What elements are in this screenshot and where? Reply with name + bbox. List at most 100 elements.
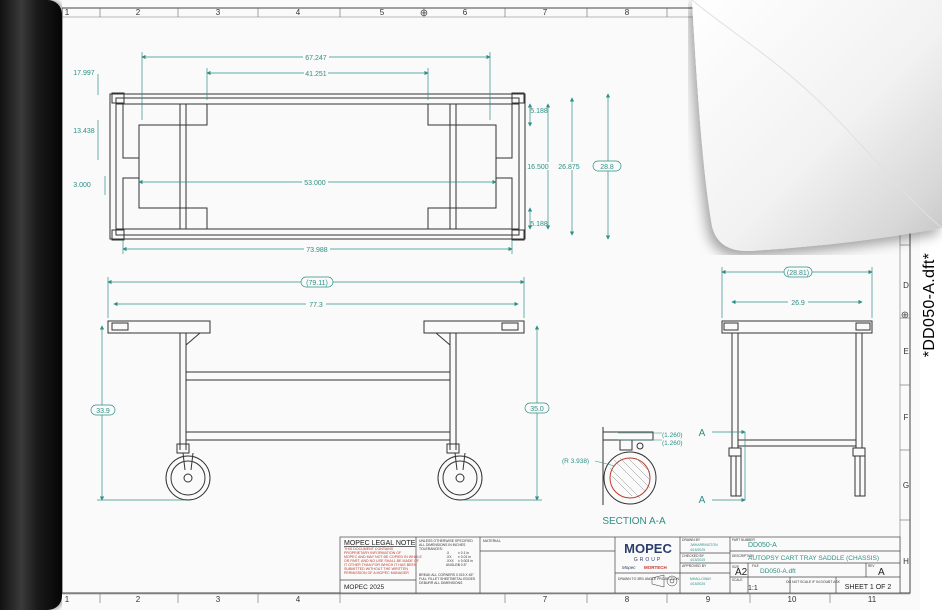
- drawn-by-name: JWHARRINGTON: [690, 543, 718, 547]
- dim-label: (79.11): [306, 280, 328, 287]
- col-number: 9: [706, 595, 711, 604]
- col-number: 2: [136, 595, 141, 604]
- dim-label: 16.500: [527, 164, 549, 171]
- drawn-by-label: DRAWN BY: [682, 538, 701, 542]
- section-title: SECTION A-A: [602, 516, 666, 527]
- col-number: 6: [463, 8, 468, 17]
- front-view: [107, 320, 525, 501]
- tolerance-value: ± 0.01 in: [458, 555, 471, 559]
- part-number: DD050-A: [748, 542, 777, 549]
- tolerance-value: ± 0.1 in: [458, 551, 469, 555]
- dim-label: 67.247: [305, 55, 327, 62]
- row-letter: D: [903, 281, 909, 290]
- legal-note-line: SUBMITTED WITHOUT THE WRITTEN: [344, 567, 408, 571]
- brand-mortech: MORTECH: [644, 565, 667, 570]
- dim-label: (1.260): [662, 432, 683, 439]
- tolerance-line: ALL DIMENSIONS IN INCHES: [419, 543, 466, 547]
- tolerance-line: UNLESS OTHERWISE SPECIFIED: [419, 539, 473, 543]
- file-label: FILE: [752, 564, 759, 568]
- file-name: DD050-A.dft: [760, 568, 796, 575]
- dim-label: 13.438: [73, 128, 95, 135]
- tolerance-value: ANGLES: [446, 563, 460, 567]
- dim-label: (28.81): [787, 270, 809, 277]
- tolerance-line: DEBURR ALL DIMENSIONS: [419, 581, 463, 585]
- col-number: 7: [543, 595, 548, 604]
- mopec-logo-sub: GROUP: [634, 557, 662, 563]
- approved-by-date: 4/15/2025: [690, 582, 705, 586]
- dim-label: 28.8: [600, 164, 614, 171]
- side-view: [721, 320, 873, 497]
- col-number: 4: [296, 8, 301, 17]
- approved-by-name: MHALLOWAY: [690, 577, 712, 581]
- size-label: SIZE: [732, 565, 739, 569]
- projection-label: DRAWN TO 3RD ANGLE PROJECTION: [618, 577, 680, 581]
- legal-note-line: OR PART, AND NO USE SHALL BE MADE OF: [344, 559, 420, 563]
- row-letter: H: [903, 557, 909, 566]
- legal-note-line: IT OTHER THAN FOR WHICH IT HAS BEEN: [344, 563, 417, 567]
- tolerance-value: .XX: [446, 555, 452, 559]
- top-view: [109, 92, 526, 241]
- tolerance-line: FULL FILLET SHEETMETAL EDGES: [419, 577, 476, 581]
- file-name-label: *DD050-A.dft*: [921, 252, 938, 358]
- dim-label: (1.260): [662, 440, 683, 447]
- drawn-by-date: 4/15/2025: [690, 548, 705, 552]
- tolerance-value: .XXX: [446, 559, 454, 563]
- col-number: 3: [216, 8, 221, 17]
- dim-label: 5.188: [530, 108, 548, 115]
- drawing-roll-edge: [0, 0, 62, 610]
- dim-label: 26.875: [558, 164, 580, 171]
- page-curl: [691, 0, 942, 252]
- scale-label: SCALE: [732, 578, 742, 582]
- dim-label: 53.000: [304, 180, 326, 187]
- tolerance-value: ± 0.5°: [458, 563, 468, 567]
- description-label: DESCRIPTION: [732, 554, 754, 558]
- rev-label: REV: [868, 564, 875, 568]
- col-number: 2: [136, 8, 141, 17]
- tolerance-line: TOLERANCES:: [419, 547, 443, 551]
- title-block: [339, 536, 901, 594]
- revision: A: [878, 567, 885, 578]
- checked-by-date: 4/15/2025: [690, 558, 705, 562]
- dim-label: (R 3.938): [562, 458, 589, 465]
- cad-drawing-canvas[interactable]: 1 2 3 4 5 6 7 8 1 2 3 4 7 8 9 10 11 A B …: [62, 0, 920, 610]
- dim-label: 3.000: [73, 182, 91, 189]
- row-letter: G: [903, 481, 909, 490]
- row-letter: F: [904, 413, 909, 422]
- dim-label: 17.997: [73, 70, 95, 77]
- description: AUTOPSY CART TRAY SADDLE (CHASSIS): [748, 555, 879, 562]
- material-label: MATERIAL: [483, 539, 501, 543]
- col-number: 8: [625, 8, 630, 17]
- approved-by-label: APPROVED BY: [682, 564, 707, 568]
- scale: 1:1: [748, 585, 758, 592]
- row-letter: E: [903, 347, 908, 356]
- col-number: 1: [65, 595, 70, 604]
- legal-note-line: THIS DOCUMENT CONTAINS: [344, 547, 394, 551]
- legal-year: MOPEC 2025: [344, 584, 384, 591]
- file-name-watermark: *DD050-A.dft*: [918, 0, 942, 610]
- dim-label: 77.3: [309, 302, 323, 309]
- center-mark-right: ⊕: [901, 310, 909, 321]
- section-arrow-label: A: [699, 495, 706, 506]
- legal-note-title: MOPEC LEGAL NOTE: [344, 540, 416, 547]
- dim-label: 33.9: [96, 408, 110, 415]
- brand-mopec: Mopec: [622, 565, 636, 570]
- center-mark: ⊕: [420, 8, 428, 19]
- dim-label: 35.0: [530, 406, 544, 413]
- col-number: 3: [216, 595, 221, 604]
- dim-label: 73.988: [306, 247, 328, 254]
- legal-note-line: PROPRIETARY INFORMATION OF: [344, 551, 402, 555]
- col-number: 7: [543, 8, 548, 17]
- legal-note-line: PERMISSION OF A MOPEC MANAGER: [344, 571, 409, 575]
- col-number: 8: [625, 595, 630, 604]
- mopec-logo: MOPEC: [624, 541, 672, 556]
- section-arrow-label: A: [699, 428, 706, 439]
- col-number: 1: [65, 8, 70, 17]
- checked-by-label: CHECKED BY: [682, 554, 705, 558]
- dim-label: 26.9: [791, 300, 805, 307]
- sheet-size: A2: [735, 567, 748, 578]
- col-number: 10: [788, 595, 797, 604]
- sheet-number: SHEET 1 OF 2: [845, 584, 892, 591]
- col-number: 4: [296, 595, 301, 604]
- part-number-label: PART NUMBER: [732, 538, 756, 542]
- legal-note-line: MOPEC AND MAY NOT BE COPIED IN WHOLE: [344, 555, 422, 559]
